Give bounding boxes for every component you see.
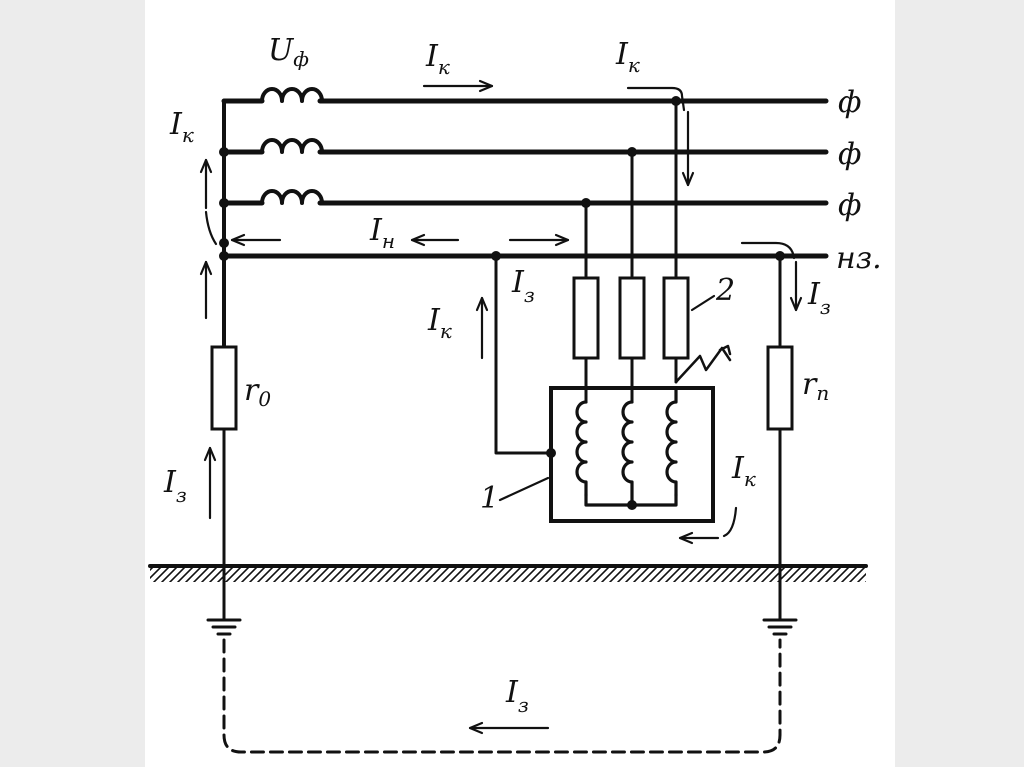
label-ik-top: Iк (425, 39, 450, 79)
label-iz-mid: Iз (511, 265, 535, 307)
motor-winding-icons (575, 388, 678, 507)
fuse-icons (572, 276, 690, 360)
label-phase-1: ф (838, 85, 861, 120)
ground-electrode-icons (206, 618, 798, 636)
label-neutral: нз. (836, 241, 882, 276)
label-iz-right: Iз (807, 277, 831, 319)
label-ik-mid: Iк (427, 303, 452, 343)
current-arrows (199, 79, 803, 735)
label-ik-left: Iк (169, 107, 194, 147)
feeder-wires (584, 99, 678, 404)
label-r0: r0 (244, 373, 271, 411)
fault-lightning-icon (674, 346, 732, 384)
label-u-phase: Uф (268, 33, 309, 71)
ground-surface (150, 566, 866, 582)
resistor-r0-icon (210, 345, 238, 431)
resistor-rp-icon (766, 345, 794, 431)
phase-lines (221, 98, 829, 206)
label-in: Iн (369, 213, 395, 253)
label-iz-bottom: Iз (505, 675, 529, 717)
protective-neutral-wire (494, 254, 553, 455)
label-ik-housing: Iк (731, 451, 756, 491)
label-ik-right: Iк (615, 37, 640, 77)
source-winding-icons (260, 87, 324, 205)
label-phase-2: ф (838, 137, 861, 172)
label-rp: rп (802, 367, 829, 405)
earth-return-path (222, 638, 782, 754)
label-ref-2: 2 (715, 273, 735, 308)
label-iz-left: Iз (163, 465, 187, 507)
label-phase-3: ф (838, 188, 861, 223)
label-ref-1: 1 (480, 481, 499, 516)
